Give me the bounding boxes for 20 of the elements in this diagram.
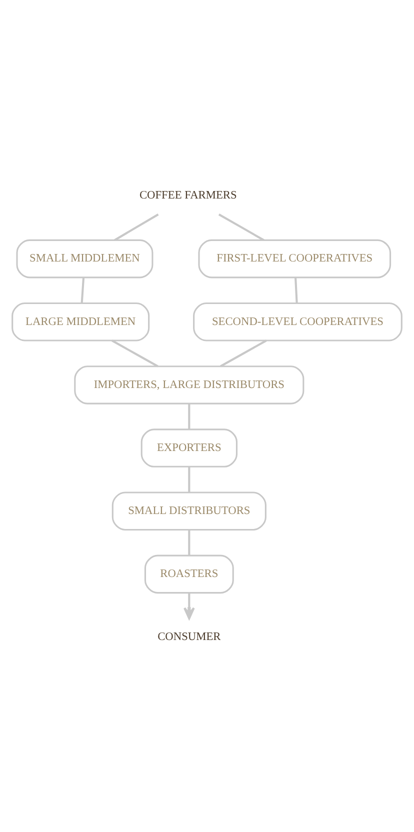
node-text: COFFEE FARMERS — [139, 189, 237, 202]
connector — [218, 213, 264, 241]
connector — [188, 529, 190, 555]
node-box: ROASTERS — [144, 554, 234, 594]
node-box: SMALL MIDDLEMEN — [16, 238, 154, 278]
node-text: CONSUMER — [158, 630, 221, 643]
node-box: LARGE MIDDLEMEN — [12, 302, 150, 341]
connector — [294, 276, 298, 303]
connector — [112, 339, 158, 367]
connector — [188, 403, 190, 429]
node-box: EXPORTERS — [140, 428, 238, 467]
node-box: SECOND-LEVEL COOPERATIVES — [193, 302, 402, 341]
connector — [114, 213, 159, 241]
connector — [220, 339, 267, 367]
connector — [188, 466, 190, 492]
arrow — [183, 592, 195, 619]
node-box: FIRST-LEVEL COOPERATIVES — [198, 238, 392, 278]
node-box: SMALL DISTRIBUTORS — [112, 491, 266, 530]
node-box: IMPORTERS, LARGE DISTRIBUTORS — [74, 365, 304, 404]
connector — [80, 276, 85, 303]
